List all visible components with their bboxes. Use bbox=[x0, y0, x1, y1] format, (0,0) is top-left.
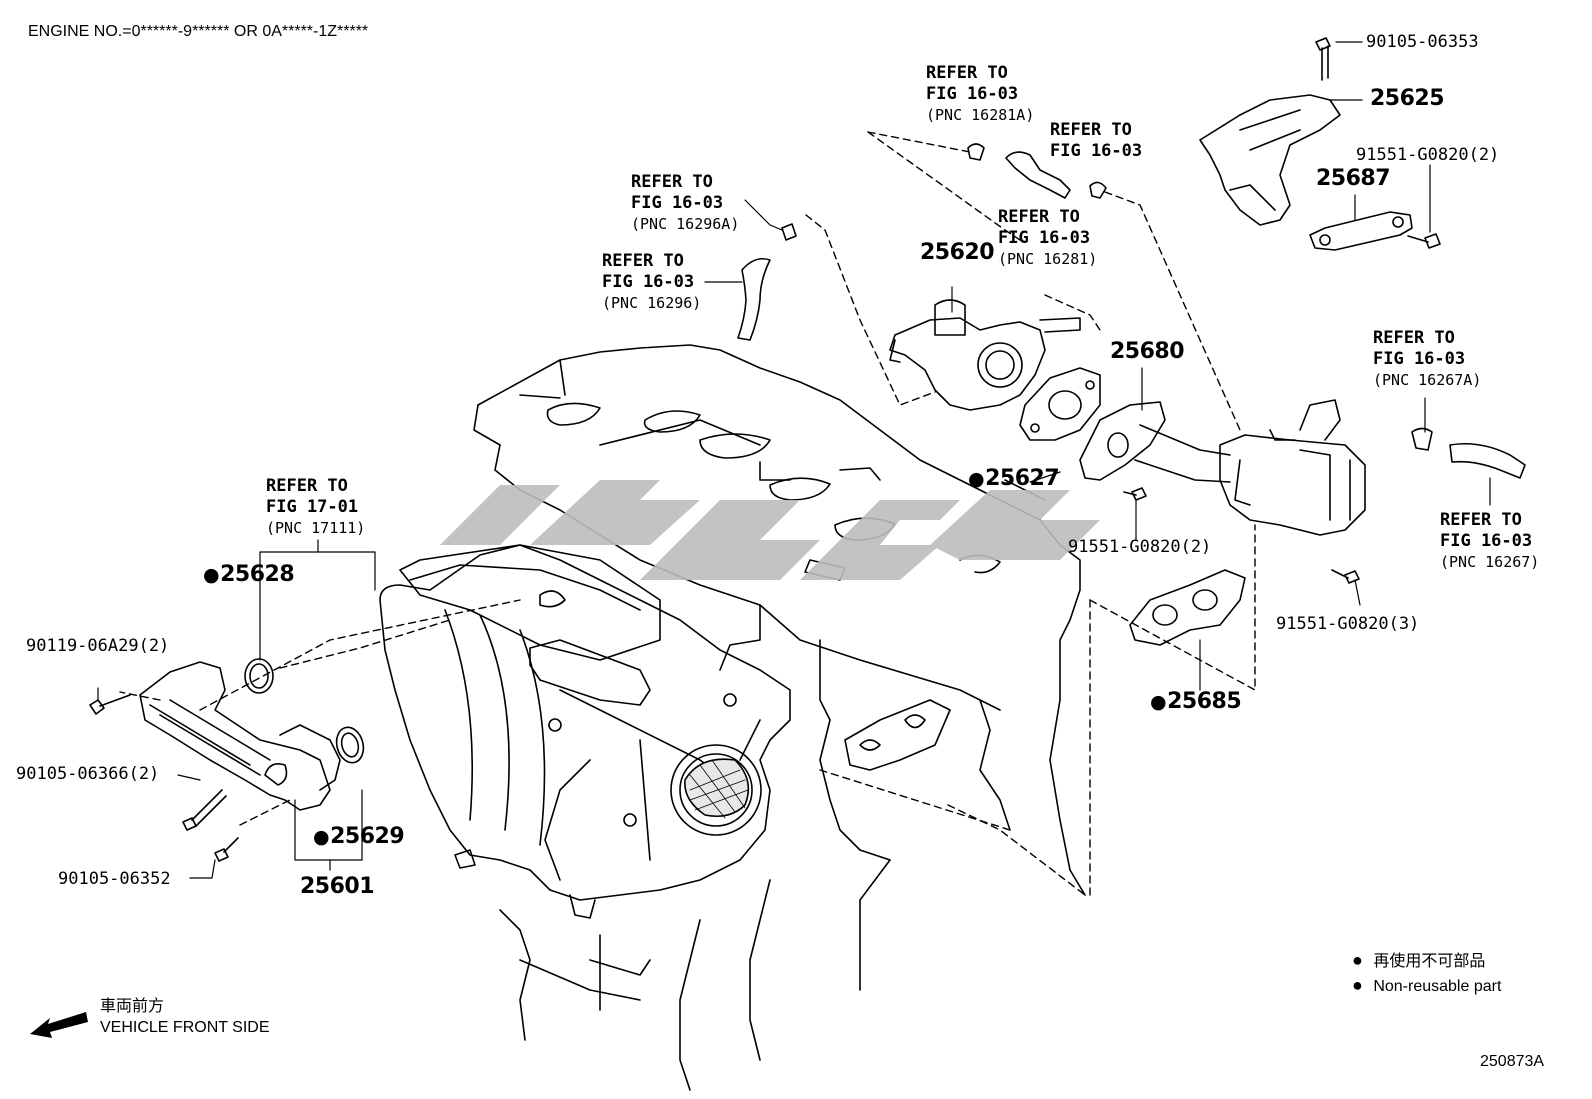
engine-block-outline bbox=[473, 344, 1086, 1091]
part-number-91551-G0820-2-mid: 91551-G0820(2) bbox=[1068, 537, 1212, 557]
front-side-en: VEHICLE FRONT SIDE bbox=[100, 1019, 270, 1036]
ref-line: FIG 16-03 bbox=[998, 228, 1091, 248]
bolt-91551-G0820-top bbox=[1407, 233, 1441, 249]
ref-pnc: (PNC 16281) bbox=[998, 250, 1098, 268]
part-25625-bracket bbox=[1199, 94, 1341, 226]
front-arrow-icon bbox=[30, 1012, 88, 1038]
figure-code: 250873A bbox=[1480, 1053, 1545, 1070]
legend-text-jp: 再使用不可部品 bbox=[1373, 953, 1486, 970]
part-number-25687: 25687 bbox=[1316, 166, 1391, 191]
part-number-90105-06353: 90105-06353 bbox=[1366, 32, 1479, 52]
legend-non-reusable-jp: ● 再使用不可部品 bbox=[1352, 951, 1485, 970]
part-25628-ring bbox=[244, 658, 274, 694]
hose-16296 bbox=[737, 257, 771, 341]
ref-line: REFER TO bbox=[1440, 510, 1522, 530]
legend-dot-icon: ● bbox=[1352, 975, 1363, 995]
ref-line: REFER TO bbox=[602, 251, 684, 271]
leader-lines bbox=[97, 41, 1491, 879]
bolt-91551-G0820-mid bbox=[1123, 487, 1147, 501]
ref-pnc: (PNC 16281A) bbox=[926, 106, 1035, 124]
ref-pnc: (PNC 16267A) bbox=[1373, 371, 1482, 389]
intake-manifold bbox=[379, 544, 791, 919]
ref-line: FIG 16-03 bbox=[602, 272, 695, 292]
ref-fig-16-03-16296A: REFER TO FIG 16-03 (PNC 16296A) bbox=[631, 172, 739, 235]
ref-line: REFER TO bbox=[1373, 328, 1455, 348]
part-number-90105-06366: 90105-06366(2) bbox=[16, 764, 160, 784]
ref-line: FIG 16-03 bbox=[1440, 531, 1533, 551]
part-number-25629: 25629 bbox=[313, 826, 405, 848]
part-25680-egr-pipe bbox=[1079, 401, 1231, 483]
part-number-91551-G0820-2-top: 91551-G0820(2) bbox=[1356, 145, 1500, 165]
ref-line: FIG 16-03 bbox=[631, 193, 724, 213]
ref-line: REFER TO bbox=[631, 172, 713, 192]
bolt-90119-06A29 bbox=[89, 694, 131, 715]
legend-non-reusable-en: ● Non-reusable part bbox=[1352, 976, 1501, 995]
part-number-25620: 25620 bbox=[920, 240, 995, 265]
part-egr-cooler bbox=[1219, 399, 1366, 536]
hose-16281 bbox=[1005, 151, 1071, 199]
part-25685-gasket bbox=[1129, 569, 1246, 646]
ref-line: FIG 16-03 bbox=[1373, 349, 1466, 369]
engine-number-label: ENGINE NO.=0******-9****** OR 0A*****-1Z… bbox=[28, 23, 369, 40]
ref-line: FIG 16-03 bbox=[1050, 141, 1143, 161]
bolt-91551-G0820-3 bbox=[1331, 569, 1360, 584]
clip-16296A bbox=[781, 223, 797, 241]
ref-line: FIG 16-03 bbox=[926, 84, 1019, 104]
part-number-25601: 25601 bbox=[300, 874, 375, 899]
bolt-90105-06366 bbox=[182, 789, 227, 831]
part-number-91551-G0820-3: 91551-G0820(3) bbox=[1276, 614, 1420, 634]
ref-pnc: (PNC 16267) bbox=[1440, 553, 1540, 571]
part-number-90119-06A29: 90119-06A29(2) bbox=[26, 636, 170, 656]
part-number-90105-06352: 90105-06352 bbox=[58, 869, 171, 889]
ref-fig-16-03-16281A: REFER TO FIG 16-03 (PNC 16281A) bbox=[926, 63, 1034, 126]
ref-line: REFER TO bbox=[1050, 120, 1132, 140]
part-25620-egr-valve bbox=[889, 299, 1081, 411]
clip-top-mid bbox=[1089, 181, 1107, 199]
legend-dot-icon: ● bbox=[1352, 950, 1363, 970]
hose-16267 bbox=[1449, 442, 1526, 479]
ref-fig-17-01-17111: REFER TO FIG 17-01 (PNC 17111) bbox=[266, 476, 365, 539]
part-25627-gasket bbox=[1019, 367, 1101, 441]
ref-fig-16-03-16281: REFER TO FIG 16-03 (PNC 16281) bbox=[998, 207, 1097, 270]
watermark-logo bbox=[440, 480, 1100, 580]
ref-line: REFER TO bbox=[926, 63, 1008, 83]
ref-line: REFER TO bbox=[266, 476, 348, 496]
ref-pnc: (PNC 17111) bbox=[266, 519, 366, 537]
dashed-assembly-lines bbox=[119, 131, 1256, 896]
ref-line: REFER TO bbox=[998, 207, 1080, 227]
bolt-90105-06353 bbox=[1315, 37, 1331, 81]
ref-pnc: (PNC 16296A) bbox=[631, 215, 740, 233]
part-number-25685: 25685 bbox=[1150, 691, 1242, 713]
clip-16281A bbox=[967, 143, 985, 161]
part-number-25680: 25680 bbox=[1110, 339, 1185, 364]
part-number-25627: 25627 bbox=[968, 468, 1060, 490]
part-25687-plate bbox=[1309, 211, 1413, 251]
ref-pnc: (PNC 16296) bbox=[602, 294, 702, 312]
ref-line: FIG 17-01 bbox=[266, 497, 359, 517]
ref-fig-16-03-16267A: REFER TO FIG 16-03 (PNC 16267A) bbox=[1373, 328, 1481, 391]
ref-fig-16-03-top-mid: REFER TO FIG 16-03 bbox=[1050, 120, 1142, 162]
bolt-90105-06352 bbox=[214, 837, 239, 862]
part-number-25628: 25628 bbox=[203, 564, 295, 586]
part-number-25625: 25625 bbox=[1370, 86, 1445, 111]
part-25601-bracket bbox=[139, 661, 341, 811]
part-25629-gasket bbox=[335, 726, 365, 764]
ref-fig-16-03-16296: REFER TO FIG 16-03 (PNC 16296) bbox=[602, 251, 701, 314]
clip-16267A bbox=[1411, 427, 1433, 451]
legend-text-en: Non-reusable part bbox=[1373, 978, 1502, 995]
ref-fig-16-03-16267: REFER TO FIG 16-03 (PNC 16267) bbox=[1440, 510, 1539, 573]
front-side-jp: 車両前方 bbox=[100, 998, 165, 1015]
